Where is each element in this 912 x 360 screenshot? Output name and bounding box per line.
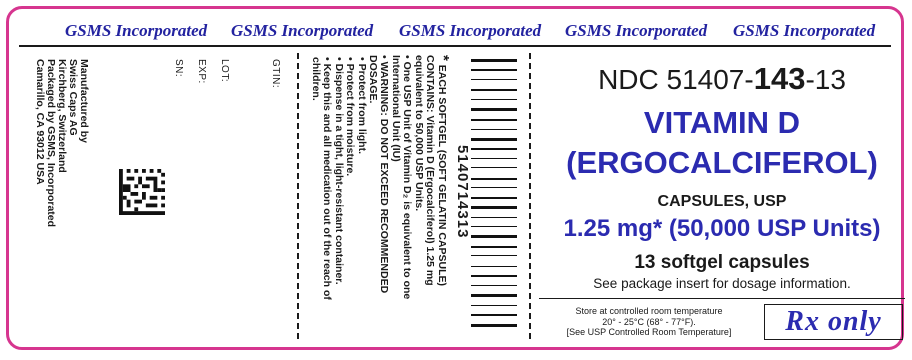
barcode-bar [471,196,517,199]
barcode-bar [471,137,517,141]
brand-name: GSMS Incorporated [65,21,208,40]
product-strength: 1.25 mg* (50,000 USP Units) [563,215,881,242]
storage-warnings: • Protect from light. • Protect from moi… [310,57,368,300]
barcode-bar [471,69,517,72]
ndc-product-code: 143 [753,61,806,96]
barcode-bar [471,255,517,257]
sn-field-label: SN: [173,59,184,78]
section-divider [297,53,299,339]
exp-field-label: EXP: [196,59,207,84]
manufacturer-line: Packaged by GSMS, Incorporated [45,59,57,228]
barcode-bar [471,304,517,306]
barcode-bar [471,177,517,180]
storage-line: 20° - 25°C (68° - 77°F). [602,316,696,327]
barcode-bar [471,314,517,317]
insert-note: See package insert for dosage informatio… [593,276,851,291]
barcode-bar [471,89,517,92]
barcode-bar [471,294,517,298]
barcode [471,59,517,331]
barcode-bar [471,284,517,286]
barcode-bar [471,118,517,121]
storage-line: Store at controlled room temperature [575,306,723,316]
warning-line: • Dispense in a tight, light-resistant c… [333,57,345,285]
composition-line: • One USP Unit of Vitamin D₂ is equivale… [401,55,414,300]
warning-line: • Protect from moisture. [344,57,357,177]
storage-instructions: Store at controlled room temperature 20°… [539,306,759,338]
composition-line: EACH SOFTGEL (SOFT GELATIN CAPSULE) [436,64,448,287]
composition-line: CONTAINS: Vitamin D (Ergocalciferol) 1.2… [424,55,437,286]
ndc-suffix: -13 [805,64,846,95]
brand-name: GSMS Incorporated [733,21,876,40]
drug-label: GSMS Incorporated GSMS Incorporated GSMS… [6,6,907,350]
product-name-line1: VITAMIN D [643,105,801,140]
brand-name: GSMS Incorporated [565,21,708,40]
warning-line: • Protect from light. [356,57,368,155]
barcode-number: 5140714313 [454,145,471,239]
barcode-bar [471,245,517,248]
composition-line: equivalent to 50,000 USP Units. [413,55,425,212]
barcode-bar [471,225,517,227]
barcode-bar [471,167,517,169]
gtin-field-label: GTIN: [270,59,281,89]
dosage-form: CAPSULES, USP [657,193,787,210]
brand-name: GSMS Incorporated [399,21,542,40]
composition-line: • WARNING: DO NOT EXCEED RECOMMENDED [378,55,391,294]
barcode-bar [471,78,517,80]
package-count: 13 softgel capsules [634,252,810,273]
barcode-bar [471,216,517,218]
barcode-bar [471,108,517,112]
rx-only-badge: Rx only [764,304,903,340]
storage-divider [539,298,905,299]
brand-name: GSMS Incorporated [231,21,374,40]
barcode-bar [471,157,517,159]
composition-line: International Unit (IU) [390,55,402,162]
barcode-bar [471,323,517,327]
section-divider [529,53,531,339]
barcode-bar [471,206,517,210]
barcode-bar [471,129,517,131]
manufacturer-block: Manufactured by Swiss Caps AG Kirchberg,… [34,59,90,228]
brand-header: GSMS Incorporated GSMS Incorporated GSMS… [9,21,907,49]
barcode-bar [471,275,517,278]
manufacturer-line: Camarillo, CA 93012 USA [34,59,46,185]
datamatrix-code [119,169,165,215]
barcode-bar [471,235,517,239]
warning-line: • Keep this and all medication out of th… [321,57,334,300]
header-divider [19,45,891,47]
manufacturer-line: Manufactured by [78,59,90,144]
barcode-bar [471,98,517,100]
ndc-code: NDC 51407-143-13 [539,61,905,97]
storage-line: [See USP Controlled Room Temperature] [566,327,732,337]
barcode-bar [471,187,517,189]
composition-block: * EACH SOFTGEL (SOFT GELATIN CAPSULE) CO… [367,55,452,300]
lot-field-label: LOT: [219,59,230,83]
barcode-bar [471,148,517,151]
warning-line: children. [310,57,322,101]
product-name-line2: (ERGOCALCIFEROL) [566,145,878,180]
ndc-prefix: NDC 51407- [598,64,754,95]
manufacturer-line: Kirchberg, Switzerland [56,59,68,173]
barcode-bar [471,59,517,62]
barcode-bar [471,265,517,267]
footnote-asterisk: * [435,55,452,62]
manufacturer-line: Swiss Caps AG [67,59,79,136]
composition-line: DOSAGE. [367,55,379,104]
